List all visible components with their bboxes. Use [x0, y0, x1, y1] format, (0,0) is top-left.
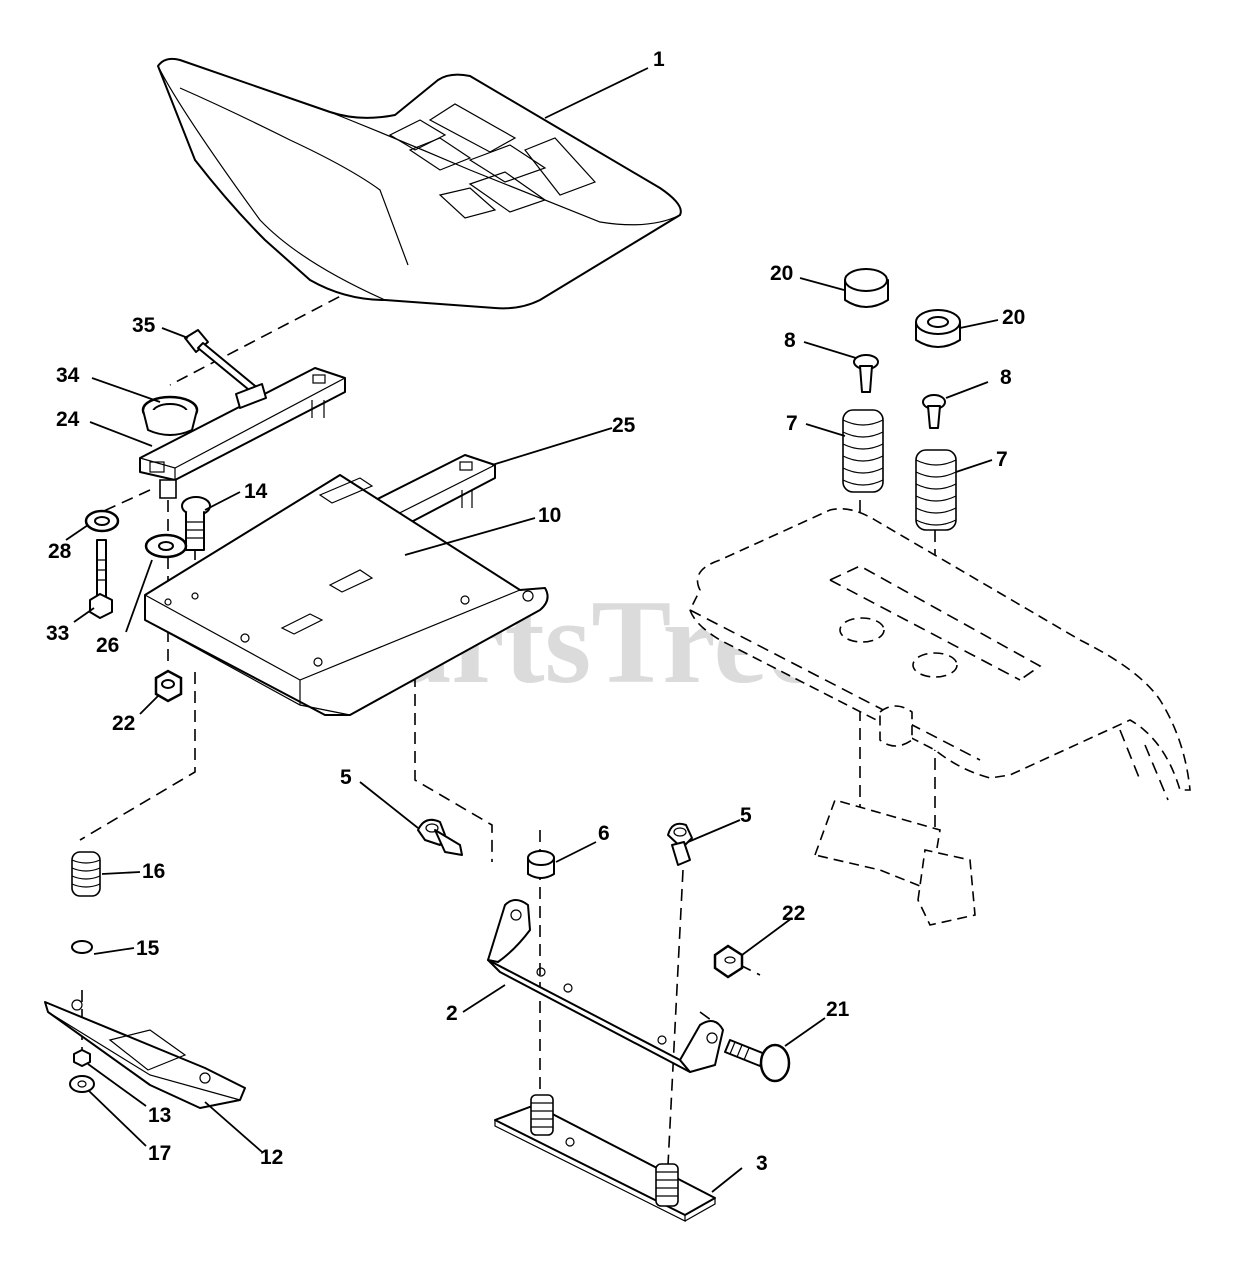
callout-15: 15 — [136, 937, 160, 960]
callout-6: 6 — [598, 822, 610, 845]
hex-bolt-33 — [89, 539, 113, 619]
callout-3: 3 — [756, 1152, 768, 1175]
callout-14: 14 — [244, 480, 268, 503]
callout-7-right: 7 — [996, 448, 1008, 471]
shoulder-bolt-21 — [724, 1039, 791, 1083]
bushing-34 — [141, 395, 199, 436]
bracket-12 — [44, 999, 246, 1109]
callout-8-left: 8 — [784, 329, 796, 352]
hinge-bracket-2 — [487, 899, 724, 1073]
callout-20-right: 20 — [1002, 306, 1025, 329]
adjust-rod — [184, 329, 261, 395]
callout-21: 21 — [826, 998, 850, 1021]
callout-1: 1 — [653, 48, 665, 71]
callout-22-right: 22 — [782, 902, 805, 925]
spacer-20-b — [915, 309, 961, 348]
callout-8-right: 8 — [1000, 366, 1012, 389]
washer-15 — [71, 940, 93, 954]
callout-25: 25 — [612, 414, 636, 437]
spring-7-b — [915, 449, 957, 531]
clip-5-right — [667, 822, 693, 866]
leader-lines — [65, 67, 999, 1193]
callout-5-right: 5 — [740, 804, 752, 827]
callout-28: 28 — [48, 540, 72, 563]
callout-26: 26 — [96, 634, 119, 657]
callout-10: 10 — [538, 504, 561, 527]
callout-2: 2 — [446, 1002, 458, 1025]
callout-24: 24 — [56, 408, 80, 431]
seat-rail-left — [139, 367, 346, 499]
seat — [157, 57, 682, 310]
lock-washer-28 — [84, 509, 120, 533]
callout-13: 13 — [148, 1104, 171, 1127]
assembly-guide-lines — [79, 287, 936, 1166]
callout-35: 35 — [132, 314, 156, 337]
callout-20-left: 20 — [770, 262, 793, 285]
bolt-8-b — [922, 394, 946, 429]
spring-16 — [71, 851, 101, 897]
callout-7-left: 7 — [786, 412, 798, 435]
spring-7-a — [842, 409, 884, 493]
bushing-6 — [527, 850, 555, 879]
washer-26 — [144, 533, 188, 559]
clip-5-left — [417, 818, 463, 856]
bottom-plate-3 — [494, 1094, 716, 1222]
nut-22-left — [154, 669, 183, 703]
callout-22-left: 22 — [112, 712, 135, 735]
callout-34: 34 — [56, 364, 80, 387]
seat-pan — [144, 474, 549, 716]
callout-16: 16 — [142, 860, 165, 883]
washer-17 — [69, 1075, 95, 1093]
bolt-8-a — [853, 354, 879, 393]
spacer-20-a — [844, 268, 889, 308]
callout-labels: 1 2 3 5 5 6 7 7 8 8 10 12 13 14 15 16 17… — [46, 48, 1025, 1175]
nut-13 — [73, 1049, 91, 1067]
callout-17: 17 — [148, 1142, 171, 1165]
callout-5-left: 5 — [340, 766, 352, 789]
callout-33: 33 — [46, 622, 69, 645]
fender-phantom — [689, 507, 1191, 926]
callout-12: 12 — [260, 1146, 283, 1169]
nut-22-right — [713, 944, 744, 979]
carriage-bolt-14 — [181, 496, 211, 551]
